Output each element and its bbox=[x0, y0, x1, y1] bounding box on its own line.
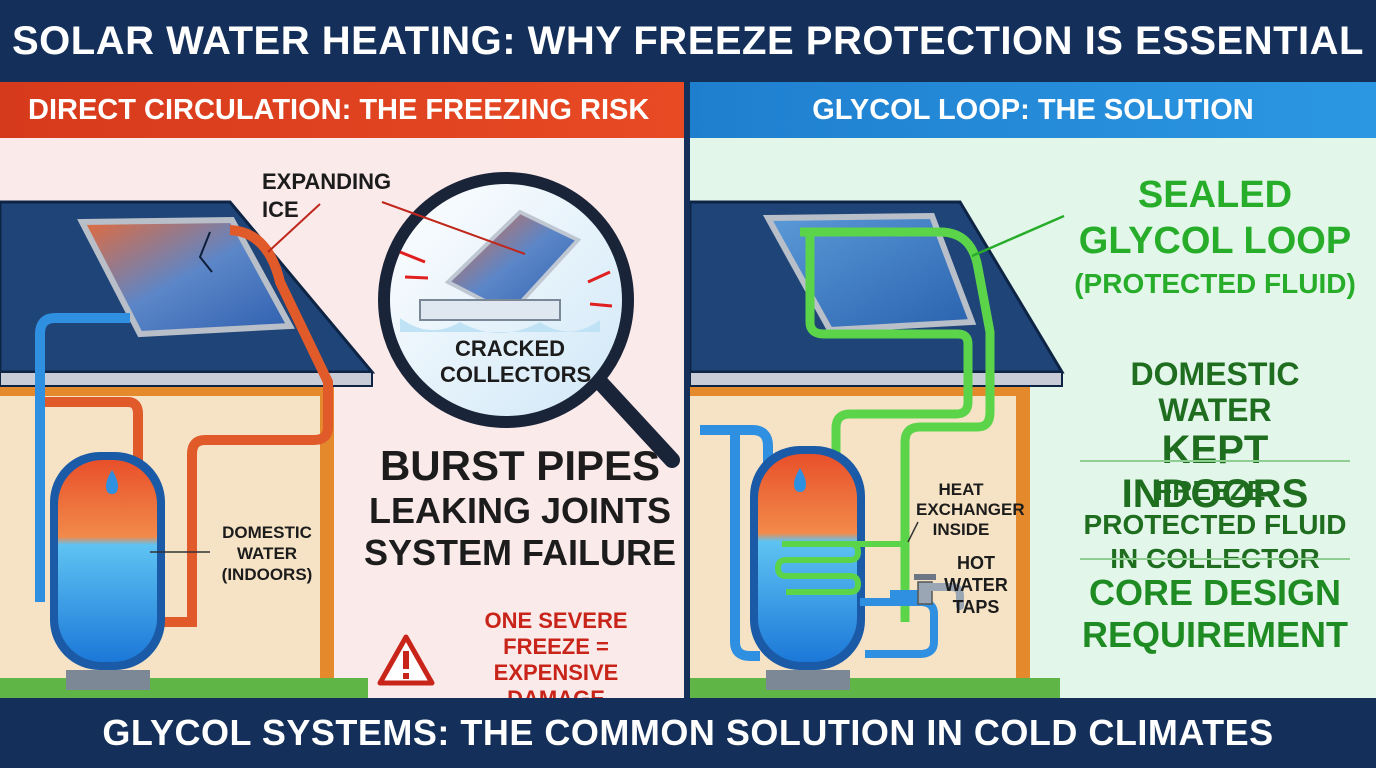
expanding-ice-leader bbox=[267, 203, 321, 253]
collector-crack bbox=[198, 231, 213, 273]
freeze-protected-text: FREEZE-PROTECTED FLUID IN COLLECTOR bbox=[1083, 475, 1347, 574]
storage-tank-water bbox=[58, 460, 157, 662]
separator bbox=[1080, 460, 1350, 462]
roof-edge bbox=[0, 371, 373, 387]
glycol-loop-panel: GLYCOL LOOP: THE SOLUTION HEAT EXCHANGER… bbox=[690, 82, 1376, 698]
hot-pipe bbox=[150, 225, 333, 627]
domestic-water-text: DOMESTIC WATER bbox=[1130, 356, 1300, 428]
tank-base bbox=[766, 670, 850, 690]
warning-text: ONE SEVERE FREEZE = EXPENSIVE DAMAGE bbox=[484, 608, 628, 698]
magnifier-icon bbox=[378, 172, 680, 468]
direct-circulation-header: DIRECT CIRCULATION: THE FREEZING RISK bbox=[0, 82, 684, 138]
protected-fluid-text: (PROTECTED FLUID) bbox=[1074, 268, 1356, 299]
glycol-supply-line bbox=[800, 227, 995, 622]
faucet-icon bbox=[914, 574, 964, 610]
roof-edge bbox=[690, 371, 1063, 387]
main-title: SOLAR WATER HEATING: WHY FREEZE PROTECTI… bbox=[0, 0, 1376, 82]
warning-callout: ONE SEVERE FREEZE = EXPENSIVE DAMAGE bbox=[376, 608, 666, 698]
leaking-joints-text: LEAKING JOINTS bbox=[368, 490, 672, 531]
kept-indoors-text: KEPT INDOORS bbox=[1121, 428, 1309, 516]
system-failure-text: SYSTEM FAILURE bbox=[363, 532, 677, 573]
burst-pipes-text: BURST PIPES bbox=[379, 442, 661, 489]
ground bbox=[690, 678, 1060, 698]
expanding-ice-label: EXPANDING ICE bbox=[262, 169, 392, 222]
warning-triangle-icon bbox=[377, 634, 435, 686]
magnifier-leader bbox=[381, 201, 526, 255]
consequences-list: BURST PIPES LEAKING JOINTS SYSTEM FAILUR… bbox=[360, 442, 680, 574]
sealed-glycol-loop-text: SEALED GLYCOL LOOP bbox=[1078, 174, 1352, 262]
glycol-loop-illustration bbox=[690, 200, 1065, 698]
hot-supply-pipe bbox=[45, 397, 143, 482]
glycol-loop-header: GLYCOL LOOP: THE SOLUTION bbox=[690, 82, 1376, 138]
glycol-return-line bbox=[805, 232, 973, 562]
wall-trim bbox=[1016, 382, 1030, 698]
domestic-water-heading: DOMESTIC WATER KEPT INDOORS bbox=[1070, 356, 1360, 516]
cold-pipe-down bbox=[35, 313, 130, 602]
cold-feed-pipe bbox=[730, 430, 760, 661]
separator bbox=[1080, 558, 1350, 560]
heat-exchanger-leader bbox=[907, 521, 919, 543]
sealed-loop-leader bbox=[971, 214, 1065, 258]
cracked-collectors-label: CRACKED COLLECTORS bbox=[440, 336, 592, 387]
domestic-water-label: DOMESTIC WATER (INDOORS) bbox=[221, 523, 313, 584]
water-drop-icon bbox=[106, 470, 118, 494]
panel-divider bbox=[684, 82, 690, 698]
footer-banner: GLYCOL SYSTEMS: THE COMMON SOLUTION IN C… bbox=[0, 698, 1376, 768]
sealed-glycol-loop-heading: SEALED GLYCOL LOOP (PROTECTED FLUID) bbox=[1070, 172, 1360, 304]
wall-trim bbox=[320, 382, 334, 698]
hot-water-taps-label: HOT WATER TAPS bbox=[944, 553, 1008, 617]
core-design-text: CORE DESIGN REQUIREMENT bbox=[1081, 572, 1348, 655]
cold-supply-pipe bbox=[700, 425, 773, 464]
ground bbox=[0, 678, 368, 698]
water-drop-icon bbox=[794, 468, 806, 492]
heat-exchanger-coil bbox=[774, 541, 862, 595]
direct-circulation-illustration bbox=[0, 172, 680, 698]
direct-circulation-panel: DIRECT CIRCULATION: THE FREEZING RISK EX… bbox=[0, 82, 684, 698]
solar-collector bbox=[77, 216, 295, 338]
heat-exchanger-label: HEAT EXCHANGER INSIDE bbox=[916, 480, 1025, 539]
tank-base bbox=[66, 670, 150, 690]
